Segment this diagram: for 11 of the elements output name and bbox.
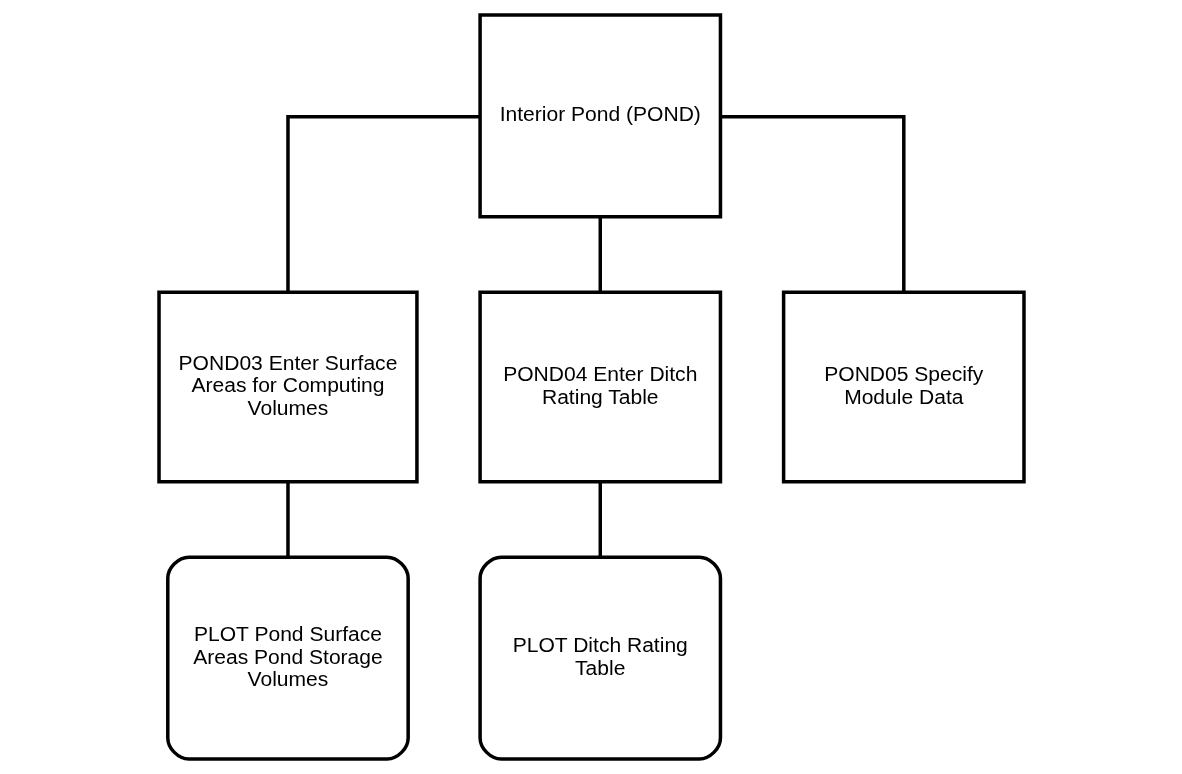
node-box: POND05 Specify Module Data [781, 290, 1026, 484]
node-box: POND03 Enter Surface Areas for Computing Volumes [156, 290, 419, 484]
connector [598, 216, 602, 292]
connector [285, 115, 480, 292]
connector [598, 481, 602, 557]
node-box: PLOT Ditch Rating Table [477, 555, 722, 761]
node-box: Interior Pond (POND) [477, 13, 722, 219]
connector [285, 481, 290, 557]
node-box: PLOT Pond Surface Areas Pond Storage Volumes [165, 555, 410, 761]
node-box: POND04 Enter Ditch Rating Table [477, 290, 722, 484]
connector [720, 115, 906, 292]
